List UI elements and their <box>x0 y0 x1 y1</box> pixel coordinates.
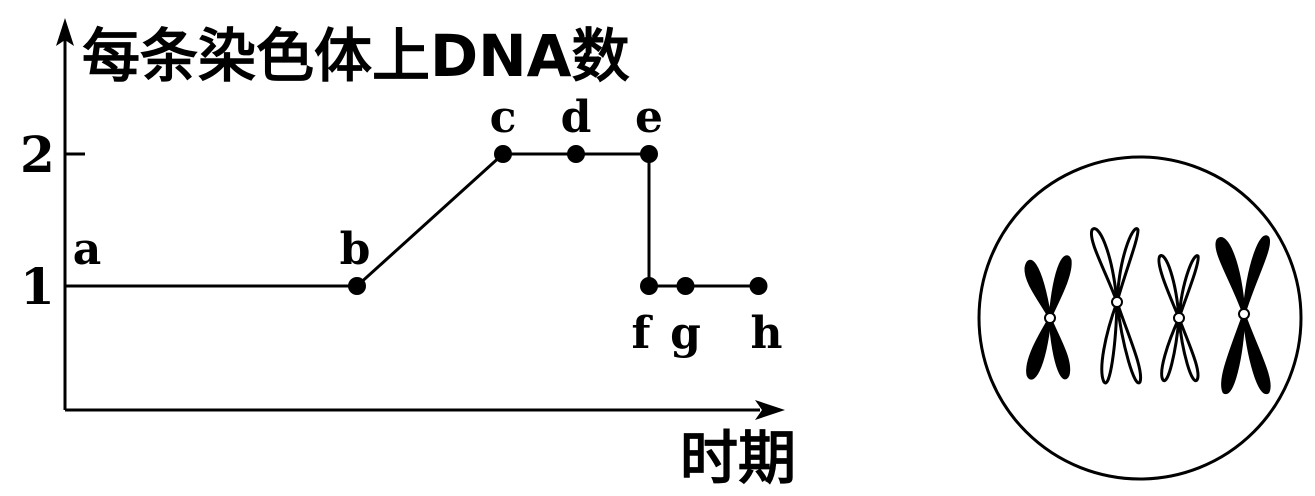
chromosome-arm <box>1026 317 1052 380</box>
chromosome-arm <box>1160 317 1181 383</box>
point-marker-f <box>640 277 658 295</box>
point-label-a: a <box>73 224 102 275</box>
y-ticks: 12 <box>20 125 85 316</box>
chromosome-arm <box>1177 317 1200 383</box>
point-label-f: f <box>632 308 654 359</box>
point-label-c: c <box>490 92 517 143</box>
chromosome-arm <box>1215 237 1246 315</box>
point-label-g: g <box>670 308 701 359</box>
chromosome-2 <box>1089 227 1143 385</box>
centromere <box>1238 308 1250 320</box>
chromosome-arm <box>1157 254 1181 319</box>
chromosome-1 <box>1024 255 1072 380</box>
series-markers <box>348 145 768 295</box>
chromosome-arm <box>1242 235 1271 315</box>
point-label-d: d <box>561 92 592 143</box>
chromosome-arm <box>1115 227 1140 303</box>
point-marker-b <box>348 277 366 295</box>
x-axis-arrow <box>755 400 785 420</box>
point-label-b: b <box>340 224 371 275</box>
chromosome-arm <box>1115 301 1143 385</box>
series-path <box>65 152 759 288</box>
centromere <box>1111 296 1123 308</box>
y-tick-label: 2 <box>20 125 55 184</box>
point-marker-g <box>676 277 695 295</box>
chromosome-arm <box>1089 227 1119 303</box>
y-axis-label: 每条染色体上DNA数 <box>82 22 630 90</box>
centromere <box>1173 312 1185 324</box>
chromosome-arm <box>1100 301 1119 385</box>
chromosome-3 <box>1157 254 1200 383</box>
cell-diagram <box>977 155 1303 481</box>
chromosome-arm <box>1221 313 1246 395</box>
chromosome-arm <box>1048 255 1072 319</box>
x-axis-label: 时期 <box>680 424 796 492</box>
point-marker-h <box>749 277 768 295</box>
centromere <box>1044 312 1056 324</box>
series-line <box>65 152 759 288</box>
point-label-h: h <box>751 308 783 359</box>
chromosome-4 <box>1215 235 1271 395</box>
point-marker-d <box>567 145 585 163</box>
y-tick-label: 1 <box>20 257 55 316</box>
point-marker-c <box>494 145 512 163</box>
chromosome-arm <box>1242 313 1271 395</box>
chromosome-arm <box>1048 317 1071 380</box>
chromosome-arm <box>1024 259 1052 319</box>
point-marker-e <box>640 145 658 163</box>
chromosome-arm <box>1177 254 1200 319</box>
cell-membrane <box>977 155 1303 481</box>
point-label-e: e <box>635 92 663 143</box>
y-axis-arrow <box>56 18 74 46</box>
